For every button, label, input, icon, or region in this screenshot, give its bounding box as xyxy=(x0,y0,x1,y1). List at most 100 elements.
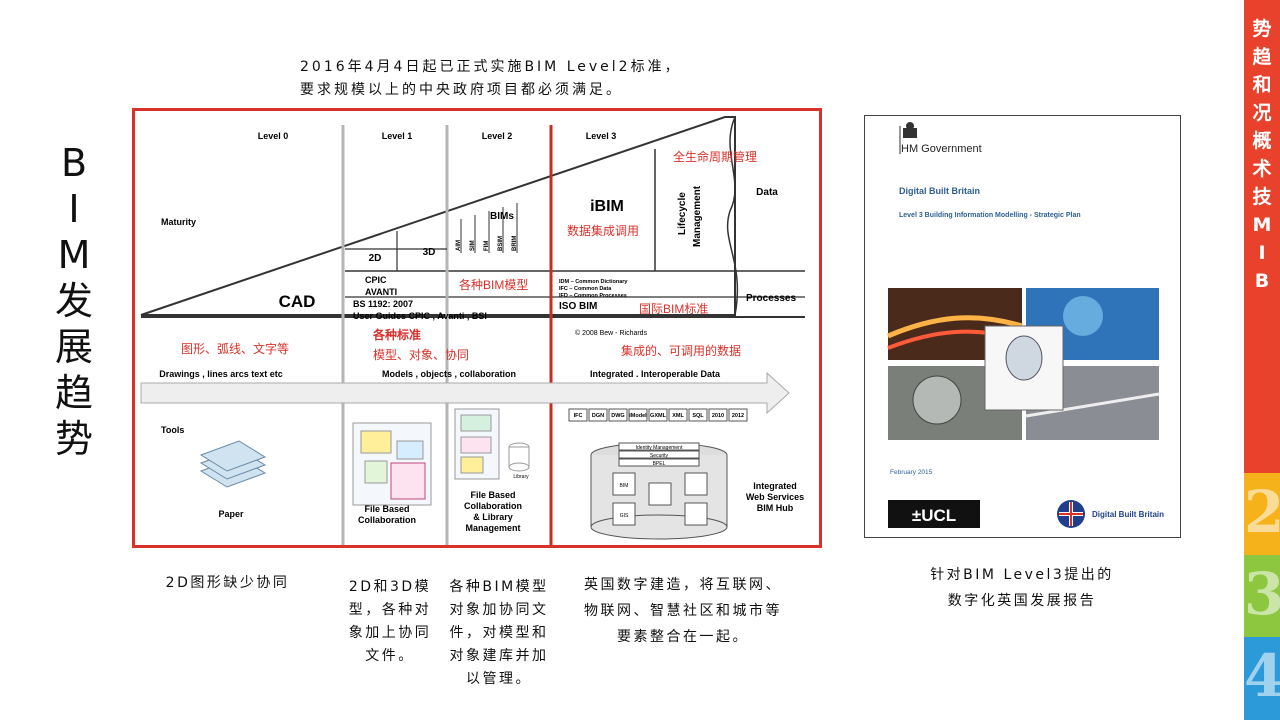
svg-text:Security: Security xyxy=(650,453,669,459)
format-boxes: IFC DGN DWG iModel GXML XML SQL 2010 201… xyxy=(568,408,748,422)
svg-text:CPIC: CPIC xyxy=(365,275,387,285)
sidebar-section-3[interactable] xyxy=(1244,555,1280,637)
svg-text:Library: Library xyxy=(513,474,529,480)
collaboration-drawing xyxy=(352,422,432,506)
svg-text:GIS: GIS xyxy=(620,513,629,519)
svg-text:IFC – Common Data: IFC – Common Data xyxy=(559,286,612,292)
svg-text:Integrated . Interoperable Dat: Integrated . Interoperable Data xyxy=(590,369,721,379)
svg-text:& Library: & Library xyxy=(473,512,513,522)
report-date: February 2015 xyxy=(890,469,933,476)
svg-text:BIM Hub: BIM Hub xyxy=(757,503,794,513)
caption-level0: 2D图形缺少协同 xyxy=(165,575,290,591)
caption-level2: 各种BIM模型对象加协同文 件，对模型和对象建库并加 以管理。 xyxy=(449,579,549,687)
bim-maturity-diagram: Level 0 Level 1 Level 2 Level 3 Maturity… xyxy=(132,108,822,548)
level-label: Level 0 xyxy=(258,131,289,141)
svg-text:模型、对象、协同: 模型、对象、协同 xyxy=(373,347,469,362)
svg-text:GXML: GXML xyxy=(650,413,667,419)
caption-report: 针对BIM Level3提出的数字化英国发展报告 xyxy=(930,567,1114,609)
bim-hub-cylinder: Identity Management Security BPEL BIM GI… xyxy=(590,442,728,540)
svg-text:Integrated: Integrated xyxy=(753,481,797,491)
cad-label: CAD xyxy=(279,292,316,311)
svg-text:File Based: File Based xyxy=(364,504,409,514)
dbb-logo-text: Digital Built Britain xyxy=(1092,510,1164,519)
svg-text:IDM – Common Dictionary: IDM – Common Dictionary xyxy=(559,279,628,285)
sidebar-number-3: 3 xyxy=(1244,560,1280,628)
svg-text:AVANTI: AVANTI xyxy=(365,287,397,297)
svg-text:ISO BIM: ISO BIM xyxy=(559,301,597,312)
svg-text:Web Services: Web Services xyxy=(746,492,804,502)
svg-text:XML: XML xyxy=(672,413,684,419)
sidebar-section-2[interactable] xyxy=(1244,473,1280,555)
paper-icon xyxy=(199,440,267,488)
bims-label: BIMs xyxy=(490,211,514,222)
svg-text:数据集成调用: 数据集成调用 xyxy=(567,223,639,238)
svg-text:国际BIM标准: 国际BIM标准 xyxy=(639,302,708,316)
svg-text:图形、弧线、文字等: 图形、弧线、文字等 xyxy=(181,341,289,356)
report-subtitle: Level 3 Building Information Modelling -… xyxy=(899,212,1081,219)
svg-text:±UCL: ±UCL xyxy=(912,506,956,525)
caption-level1: 2D和3D模型，各种对 象加上协同文件。 xyxy=(348,579,432,664)
strategic-plan-cover: HM Government Digital Built Britain Leve… xyxy=(864,115,1181,538)
svg-text:BIM: BIM xyxy=(620,483,629,489)
svg-text:IFD – Common Processes: IFD – Common Processes xyxy=(559,293,627,299)
svg-text:Collaboration: Collaboration xyxy=(464,501,522,511)
svg-text:BPEL: BPEL xyxy=(653,461,666,467)
sidebar-section-1[interactable] xyxy=(1244,0,1280,473)
svg-text:BRIM: BRIM xyxy=(512,236,518,251)
svg-text:FIM: FIM xyxy=(484,241,490,251)
svg-text:DGN: DGN xyxy=(592,413,604,419)
crest-icon xyxy=(903,122,917,138)
svg-text:BS 1192: 2007: BS 1192: 2007 xyxy=(353,299,413,309)
svg-text:2010: 2010 xyxy=(712,413,724,419)
3d-label: 3D xyxy=(423,247,436,258)
lifecycle-label: Lifecycle xyxy=(677,192,688,235)
svg-text:Paper: Paper xyxy=(218,509,244,519)
svg-text:Tools: Tools xyxy=(161,425,184,435)
caption-level3: 英国数字建造，将互联网、物联网、智慧社区和城市等 要素整合在一起。 xyxy=(584,577,782,645)
svg-text:iModel: iModel xyxy=(629,413,647,419)
svg-text:Identity Management: Identity Management xyxy=(636,445,683,451)
2d-label: 2D xyxy=(369,253,382,264)
svg-text:File Based: File Based xyxy=(470,490,515,500)
sidebar-number-4: 4 xyxy=(1244,642,1280,710)
level-label: Level 1 xyxy=(382,131,413,141)
svg-text:IFC: IFC xyxy=(574,413,583,419)
svg-text:全生命周期管理: 全生命周期管理 xyxy=(673,149,757,164)
svg-text:Models , objects , collaborati: Models , objects , collaboration xyxy=(382,369,516,379)
library-drawing xyxy=(454,408,530,480)
maturity-label: Maturity xyxy=(161,217,196,227)
svg-text:2012: 2012 xyxy=(732,413,744,419)
level-label: Level 2 xyxy=(482,131,513,141)
ibim-label: iBIM xyxy=(590,198,624,215)
interoperability-arrow xyxy=(140,371,790,415)
sidebar-section-4[interactable] xyxy=(1244,637,1280,720)
svg-text:SIM: SIM xyxy=(470,240,476,251)
report-svg: HM Government Digital Built Britain Leve… xyxy=(887,122,1164,528)
svg-text:© 2008 Bew - Richards: © 2008 Bew - Richards xyxy=(575,329,648,337)
processes-label: Processes xyxy=(746,293,796,304)
svg-text:AIM: AIM xyxy=(456,240,462,251)
top-caption: 2016年4月4日起已正式实施BIM Level2标准， 要求规模以上的中央政府… xyxy=(300,59,682,98)
maturity-wedge xyxy=(140,116,736,316)
sidebar-number-2: 2 xyxy=(1244,478,1280,546)
svg-text:Drawings , lines arcs text etc: Drawings , lines arcs text etc xyxy=(159,369,283,379)
management-label: Management xyxy=(692,185,703,247)
svg-text:User Guides CPIC , Avanti , BS: User Guides CPIC , Avanti , BSI xyxy=(353,311,487,321)
svg-text:BSIM: BSIM xyxy=(498,236,504,251)
svg-text:DWG: DWG xyxy=(611,413,624,419)
level-label: Level 3 xyxy=(586,131,617,141)
data-label: Data xyxy=(756,187,778,198)
svg-text:集成的、可调用的数据: 集成的、可调用的数据 xyxy=(621,343,741,358)
ucl-logo xyxy=(888,500,980,528)
svg-text:SQL: SQL xyxy=(692,413,704,419)
svg-text:各种BIM模型: 各种BIM模型 xyxy=(459,277,528,292)
svg-text:各种标准: 各种标准 xyxy=(372,327,421,342)
report-title: Digital Built Britain xyxy=(899,186,980,196)
svg-text:Management: Management xyxy=(465,523,520,533)
svg-text:Collaboration: Collaboration xyxy=(358,515,416,525)
diagram-svg: Level 0 Level 1 Level 2 Level 3 Maturity… xyxy=(140,116,805,545)
hm-government: HM Government xyxy=(901,143,982,155)
wavy-line xyxy=(726,116,739,316)
